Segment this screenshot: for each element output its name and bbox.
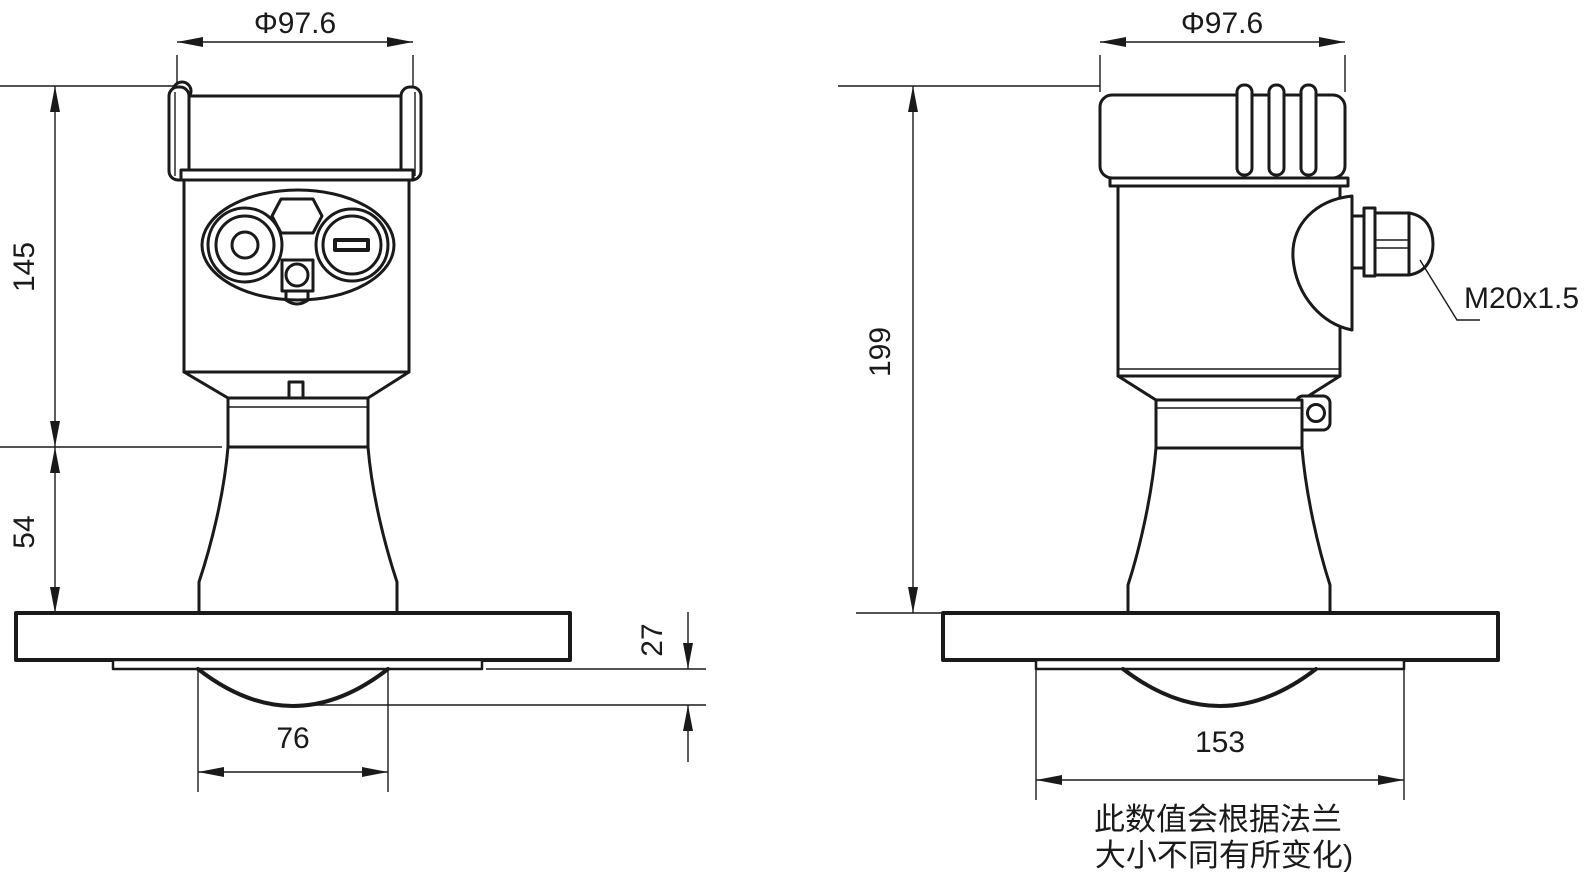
arrowhead-top (908, 86, 918, 112)
front-dim-housing-height: 145 (8, 86, 60, 447)
flange-note-line2: 大小不同有所变化) (1095, 838, 1353, 872)
arrowhead-left (1100, 37, 1126, 47)
leader-line (1419, 259, 1480, 321)
arrowhead-up (683, 705, 693, 731)
minus-slot-icon (333, 238, 370, 252)
flange-note-line1: 此数值会根据法兰 (1094, 802, 1342, 837)
front-view: Φ97.6 145 54 (0, 7, 706, 792)
front-flange (14, 611, 572, 662)
cap-rib-2 (1267, 83, 1286, 177)
bell-right-edge (1300, 446, 1332, 615)
arrowhead-right (1378, 775, 1404, 785)
arrowhead-bottom (50, 421, 60, 447)
arrowhead-left (177, 37, 203, 47)
front-neck (226, 396, 370, 449)
side-dim-total-height: 199 (838, 85, 1100, 614)
bell-left-edge (197, 445, 230, 615)
bell-right-edge (366, 445, 399, 615)
dim-text-neck-height: 54 (8, 515, 41, 548)
arrowhead-left (1036, 775, 1062, 785)
side-housing-cap (1098, 83, 1347, 180)
hinge-pin-left (167, 85, 191, 182)
cable-gland-label: M20x1.5 (1464, 282, 1579, 315)
cable-gland-callout: M20x1.5 (1419, 259, 1579, 321)
gland-nut (1373, 211, 1411, 277)
cap-body (187, 94, 403, 172)
extension-lines (176, 55, 414, 92)
arrowhead-right (362, 767, 388, 777)
extension-lines (1035, 669, 1405, 800)
bell-left-edge (1126, 446, 1158, 615)
cap-rib-3 (1299, 83, 1318, 177)
side-view: Φ97.6 199 (838, 7, 1579, 872)
side-lens-dome (1121, 667, 1318, 708)
side-horn-bell (1126, 446, 1332, 615)
dim-text-flange-diameter: 153 (1195, 726, 1245, 759)
gauge-left-dot (230, 230, 260, 260)
front-dim-horn-diameter: 76 (197, 669, 389, 792)
face-bottom-tab (284, 289, 310, 306)
front-dim-diameter: Φ97.6 (176, 7, 414, 92)
gauge-left-inner (214, 214, 276, 276)
hex-plug-icon (270, 197, 324, 235)
lug-hole (1306, 403, 1326, 423)
cable-gland (1350, 206, 1435, 278)
side-neck (1154, 398, 1304, 450)
face-square-hole (284, 262, 310, 288)
cap-rib-1 (1235, 83, 1254, 177)
side-dim-flange-diameter: 153 (1035, 669, 1405, 800)
gauge-left-outer (206, 206, 284, 284)
side-flange (941, 611, 1500, 662)
arrowhead-right (1319, 37, 1345, 47)
arrowhead-bottom (908, 587, 918, 613)
hinge-pin-right (399, 85, 423, 182)
arrowhead-down (683, 643, 693, 669)
arrowhead-right (387, 37, 413, 47)
side-flange-lip (1034, 658, 1406, 671)
dim-text-housing-height: 145 (8, 242, 41, 292)
side-cap-ledge (1108, 176, 1350, 188)
side-display-dome (1291, 194, 1354, 332)
dim-text-horn-protrusion: 27 (636, 623, 669, 656)
front-horn-bell (197, 445, 399, 615)
dim-text-diameter: Φ97.6 (1181, 7, 1263, 40)
dim-text-horn-diameter: 76 (276, 722, 309, 755)
side-dim-diameter: Φ97.6 (1099, 7, 1346, 92)
gauge-right-outer (314, 207, 390, 283)
front-display-face (200, 188, 396, 306)
front-flange-lip (111, 658, 484, 671)
gland-end-cap (1407, 211, 1435, 277)
front-lens-dome (196, 667, 390, 708)
arrowhead-bottom (50, 587, 60, 613)
front-dim-neck-height: 54 (8, 447, 60, 613)
gland-ring (1362, 206, 1377, 278)
arrowhead-top (50, 86, 60, 112)
dim-text-total-height: 199 (864, 327, 897, 377)
dim-text-diameter: Φ97.6 (254, 7, 336, 40)
front-dim-horn-protrusion: 27 (295, 612, 706, 762)
arrowhead-left (198, 767, 224, 777)
front-housing-cap (167, 80, 423, 182)
arrowhead-top (50, 447, 60, 473)
gland-stub (1350, 214, 1366, 270)
flange-note: 此数值会根据法兰 大小不同有所变化) (1094, 802, 1353, 872)
gauge-right-inner (321, 214, 383, 276)
